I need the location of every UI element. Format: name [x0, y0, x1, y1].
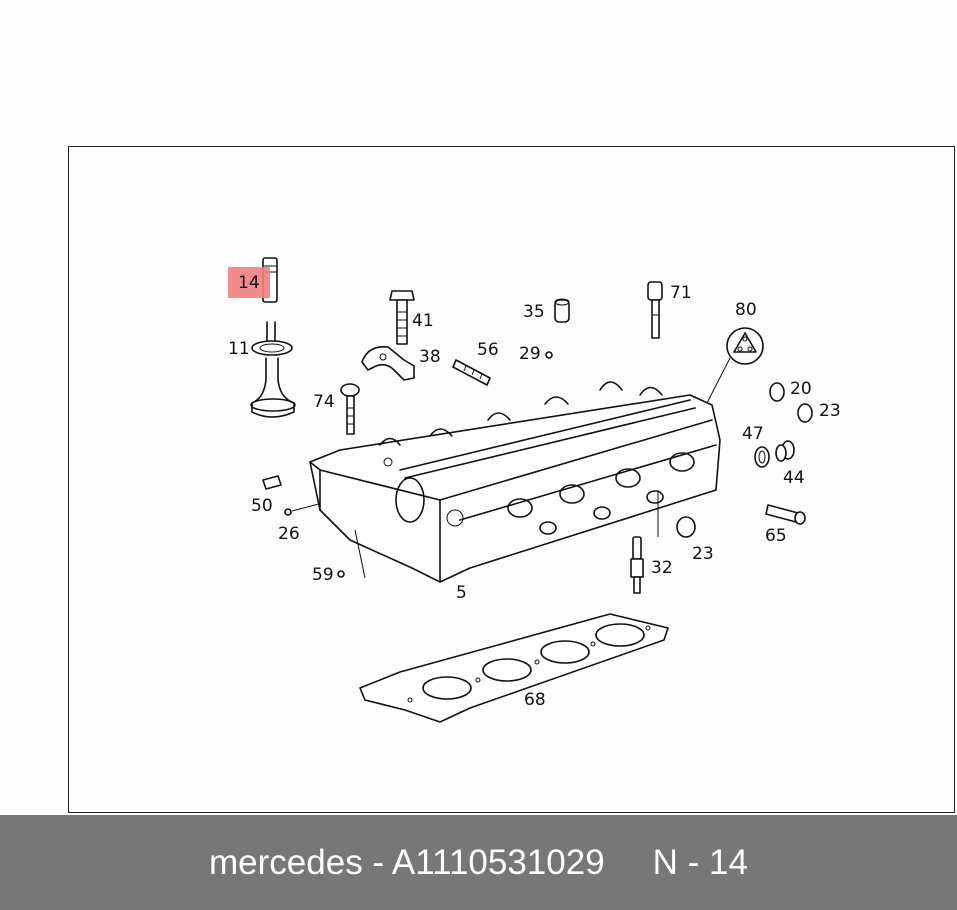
callout-14: 14 — [238, 273, 260, 293]
callout-38: 38 — [419, 347, 441, 367]
plug-23-lower-drawing — [676, 516, 696, 538]
callout-29: 29 — [519, 344, 541, 364]
footer-bar: mercedes - A1110531029 N - 14 — [0, 815, 957, 910]
callout-71: 71 — [670, 283, 692, 303]
callout-50: 50 — [251, 496, 273, 516]
callout-5: 5 — [456, 583, 467, 603]
part-number-text: mercedes - A1110531029 — [209, 842, 605, 882]
callout-26: 26 — [278, 524, 300, 544]
callout-59: 59 — [312, 565, 334, 585]
bolt-41-drawing — [389, 290, 415, 345]
callout-35: 35 — [523, 302, 545, 322]
callout-56: 56 — [477, 340, 499, 360]
bolt-74-drawing — [340, 383, 360, 435]
callout-80: 80 — [735, 300, 757, 320]
callout-41: 41 — [412, 311, 434, 331]
head-gasket-drawing — [359, 613, 669, 723]
seal-47-drawing — [754, 446, 770, 468]
position-text: N - 14 — [652, 842, 748, 882]
ring-26-drawing — [284, 508, 292, 516]
glow-plug-32-drawing — [630, 536, 644, 594]
bearing-cap-38-drawing — [361, 345, 415, 381]
cylinder-head-drawing — [309, 381, 721, 583]
sensor-71-drawing — [647, 281, 663, 339]
ring-59-drawing — [337, 570, 345, 578]
callout-23-lower: 23 — [692, 544, 714, 564]
callout-23: 23 — [819, 401, 841, 421]
highlight-box — [228, 267, 270, 298]
valve-drawing — [250, 321, 296, 418]
callout-74: 74 — [313, 392, 335, 412]
pin-65-drawing — [765, 504, 806, 525]
callout-68: 68 — [524, 690, 546, 710]
callout-44: 44 — [783, 468, 805, 488]
callout-47: 47 — [742, 424, 764, 444]
callout-20: 20 — [790, 379, 812, 399]
callout-32: 32 — [651, 558, 673, 578]
cap-35-drawing — [554, 298, 570, 323]
pin-50-drawing — [262, 475, 282, 490]
ring-29-drawing — [545, 351, 553, 359]
cover-80-drawing — [705, 327, 764, 406]
stud-56-drawing — [452, 359, 491, 386]
callout-65: 65 — [765, 526, 787, 546]
plug-20-drawing — [769, 382, 785, 402]
plug-23-drawing — [797, 403, 813, 423]
callout-11: 11 — [228, 339, 250, 359]
parts-diagram — [250, 257, 813, 723]
plug-44-drawing — [775, 440, 795, 462]
